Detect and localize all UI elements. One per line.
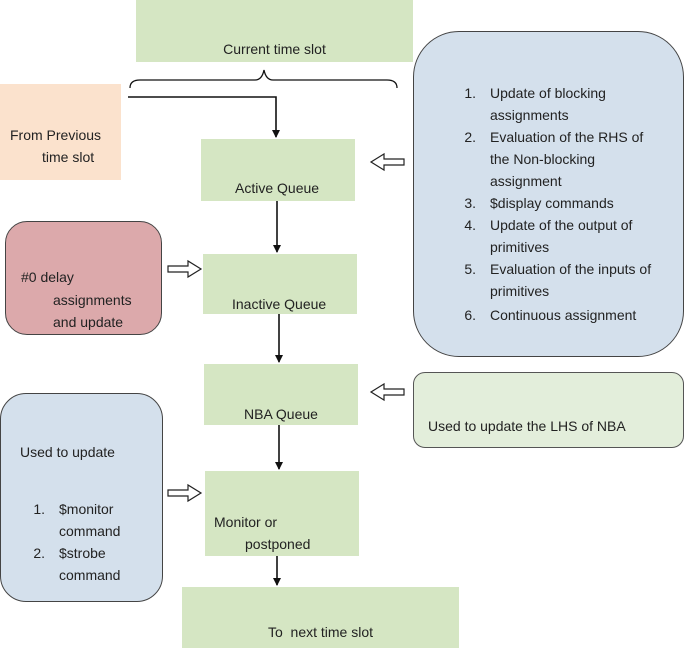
zero-delay-line-1: #0 delay xyxy=(21,269,74,285)
active-queue-box: Active Queue xyxy=(201,139,355,201)
active-event-4-cont: primitives xyxy=(490,239,550,255)
monitor-note-item-2: 2.$strobe xyxy=(33,545,106,561)
monitor-note-title: Used to update xyxy=(20,444,115,460)
next-time-slot-box: To next time slot xyxy=(182,587,459,648)
monitor-queue-line-1: Monitor or xyxy=(214,514,278,530)
nba-queue-label: NBA Queue xyxy=(244,406,318,422)
nba-note-box: Used to update the LHS of NBA xyxy=(413,372,684,448)
zero-delay-box: #0 delay assignments and update xyxy=(5,221,162,335)
monitor-queue-line-2: postponed xyxy=(245,536,311,552)
from-previous-line-1: From Previous xyxy=(10,127,102,143)
monitor-note-arrow xyxy=(167,483,203,503)
current-slot-brace xyxy=(129,69,398,89)
monitor-note-box: Used to update 1.$monitor command 2.$str… xyxy=(0,393,163,602)
active-event-1-cont: assignments xyxy=(490,107,569,123)
nba-note-text: Used to update the LHS of NBA xyxy=(428,418,626,434)
active-event-3: 3.$display commands xyxy=(464,195,614,211)
active-event-6: 6.Continuous assignment xyxy=(464,307,637,323)
active-event-2: 2.Evaluation of the RHS of xyxy=(464,129,644,145)
inactive-queue-box: Inactive Queue xyxy=(203,254,357,314)
next-time-slot-label: To next time slot xyxy=(267,624,374,640)
zero-delay-arrow xyxy=(167,259,203,279)
inactive-queue-label: Inactive Queue xyxy=(232,296,327,312)
from-previous-line-2: time slot xyxy=(42,149,95,165)
from-previous-arrow xyxy=(128,96,280,138)
monitor-note-item-1: 1.$monitor xyxy=(33,501,114,517)
active-event-2-cont-2: assignment xyxy=(490,173,562,189)
zero-delay-line-2: assignments xyxy=(53,292,132,308)
zero-delay-line-3: and update xyxy=(53,314,124,330)
active-events-box: 1.Update of blocking assignments 2.Evalu… xyxy=(413,31,684,357)
monitor-queue-box: Monitor or postponed xyxy=(205,471,359,556)
active-event-1: 1.Update of blocking xyxy=(464,85,606,101)
current-time-slot-label: Current time slot xyxy=(223,41,326,57)
active-list-arrow xyxy=(369,152,405,172)
from-previous-box: From Previous time slot xyxy=(0,84,121,180)
active-event-5: 5.Evaluation of the inputs of xyxy=(464,261,652,277)
current-time-slot-box: Current time slot xyxy=(136,0,413,62)
active-event-5-cont: primitives xyxy=(490,283,550,299)
nba-queue-box: NBA Queue xyxy=(204,364,358,425)
active-queue-label: Active Queue xyxy=(235,180,320,196)
active-event-4: 4.Update of the output of xyxy=(464,217,633,233)
active-event-2-cont-1: the Non-blocking xyxy=(490,151,596,167)
monitor-note-item-2-cont: command xyxy=(59,567,121,583)
nba-note-arrow xyxy=(369,382,405,402)
monitor-note-item-1-cont: command xyxy=(59,523,121,539)
